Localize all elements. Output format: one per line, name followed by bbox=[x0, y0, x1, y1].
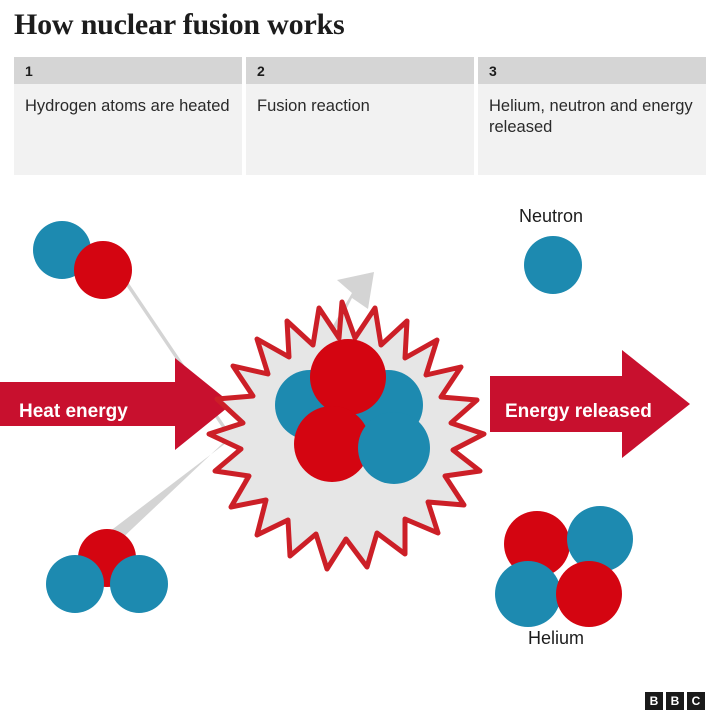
proton-circle bbox=[556, 561, 622, 627]
step-header-3: 3 bbox=[478, 57, 706, 84]
step-body-1: Hydrogen atoms are heated bbox=[14, 84, 242, 175]
step-number-1: 1 bbox=[25, 62, 33, 79]
step-body-3: Helium, neutron and energy released bbox=[478, 84, 706, 175]
step-label-3: Helium, neutron and energy released bbox=[489, 97, 693, 137]
proton-circle bbox=[504, 511, 570, 577]
step-card-1: 1 Hydrogen atoms are heated bbox=[14, 57, 242, 175]
step-body-2: Fusion reaction bbox=[246, 84, 474, 175]
motion-arrow-deuterium-in bbox=[117, 272, 262, 472]
step-label-2: Fusion reaction bbox=[257, 97, 370, 115]
free-neutron bbox=[524, 236, 582, 294]
heat-energy-label: Heat energy bbox=[19, 401, 128, 422]
neutron-circle bbox=[524, 236, 582, 294]
bbc-logo-letter-2: B bbox=[666, 692, 684, 710]
step-header-1: 1 bbox=[14, 57, 242, 84]
energy-released-arrow bbox=[490, 350, 690, 458]
neutron-circle bbox=[110, 555, 168, 613]
neutron-circle bbox=[567, 506, 633, 572]
deuterium-cluster bbox=[33, 221, 132, 299]
neutron-label: Neutron bbox=[519, 206, 584, 226]
step-number-3: 3 bbox=[489, 62, 497, 79]
proton-circle bbox=[74, 241, 132, 299]
proton-circle bbox=[310, 339, 386, 415]
step-card-3: 3 Helium, neutron and energy released bbox=[478, 57, 706, 175]
motion-arrow-tritium-in bbox=[105, 408, 272, 545]
energy-released-label: Energy released bbox=[505, 401, 652, 422]
step-header-2: 2 bbox=[246, 57, 474, 84]
steps-table: 1 Hydrogen atoms are heated 2 Fusion rea… bbox=[14, 57, 706, 175]
bbc-logo-letter-3: C bbox=[687, 692, 705, 710]
fusion-burst bbox=[206, 299, 487, 572]
step-card-2: 2 Fusion reaction bbox=[246, 57, 474, 175]
neutron-circle bbox=[358, 412, 430, 484]
page-title: How nuclear fusion works bbox=[14, 8, 345, 41]
helium-cluster bbox=[495, 506, 633, 627]
proton-circle bbox=[294, 406, 370, 482]
step-label-1: Hydrogen atoms are heated bbox=[25, 97, 230, 115]
fusion-diagram bbox=[0, 180, 720, 680]
neutron-circle bbox=[495, 561, 561, 627]
neutron-circle bbox=[46, 555, 104, 613]
tritium-cluster bbox=[46, 529, 168, 613]
step-number-2: 2 bbox=[257, 62, 265, 79]
heat-energy-arrow bbox=[0, 358, 232, 450]
helium-label: Helium bbox=[528, 628, 585, 648]
bbc-logo: B B C bbox=[645, 692, 705, 710]
bbc-logo-letter-1: B bbox=[645, 692, 663, 710]
